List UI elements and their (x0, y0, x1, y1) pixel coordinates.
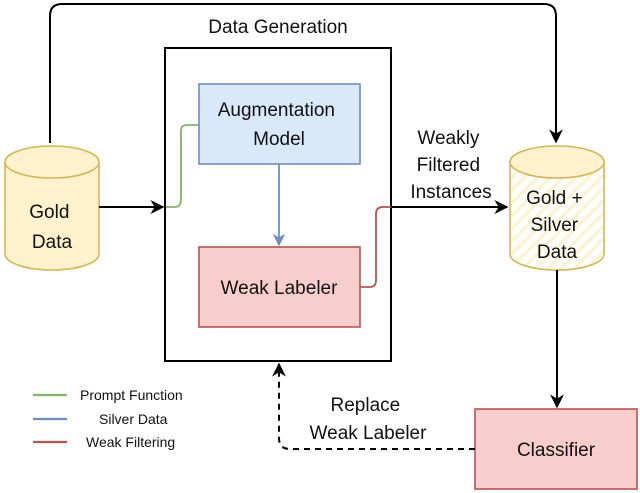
replace-weak-labeler-arrow (272, 362, 475, 450)
legend: Prompt Function Silver Data Weak Filteri… (33, 387, 183, 450)
weak-labeler-label: Weak Labeler (221, 278, 339, 299)
replace-label-line2: Weak Labeler (310, 423, 428, 444)
legend-label-weak-filtering: Weak Filtering (86, 434, 175, 450)
gold-silver-label-line2: Silver (531, 215, 579, 236)
svg-text:Gold Data: Gold Data (29, 202, 74, 253)
weak-labeler-box (198, 246, 361, 328)
svg-text:Replace Weak Labeler: Replace Weak Labeler (310, 395, 428, 444)
weakly-filtered-label-line1: Weakly (417, 128, 479, 149)
gold-data-label-line1: Gold (29, 202, 69, 223)
weakly-filtered-label-line2: Filtered (417, 155, 480, 176)
legend-label-silver-data: Silver Data (99, 411, 168, 427)
legend-label-prompt-function: Prompt Function (80, 387, 183, 403)
gold-data-label-line2: Data (32, 232, 73, 253)
replace-label-line1: Replace (331, 395, 401, 416)
svg-text:Weakly Filtered Instan: Weakly Filtered Instances (410, 128, 491, 203)
gold-silver-data-cylinder: Gold + Silver Data (509, 145, 605, 271)
gold-silver-label-line1: Gold + (526, 188, 583, 209)
svg-text:Gold + Silver Data: Gold + Silver Data (526, 188, 588, 263)
prompt-function-connector (166, 124, 199, 208)
gold-to-goldsilver-top-arrow (49, 3, 563, 144)
augmentation-model-label-line2: Model (253, 129, 305, 150)
data-generation-title: Data Generation (208, 17, 347, 38)
weak-filtering-connector (360, 206, 392, 288)
augmentation-model-label-line1: Augmentation (218, 100, 335, 121)
svg-text:Augmentation Model: Augmentation Model (218, 100, 341, 150)
classifier-label: Classifier (517, 440, 596, 461)
augmentation-model-box (198, 83, 361, 165)
weakly-filtered-label-line3: Instances (410, 182, 491, 203)
gold-data-cylinder: Gold Data (4, 145, 100, 271)
gold-silver-label-line3: Data (537, 242, 578, 263)
